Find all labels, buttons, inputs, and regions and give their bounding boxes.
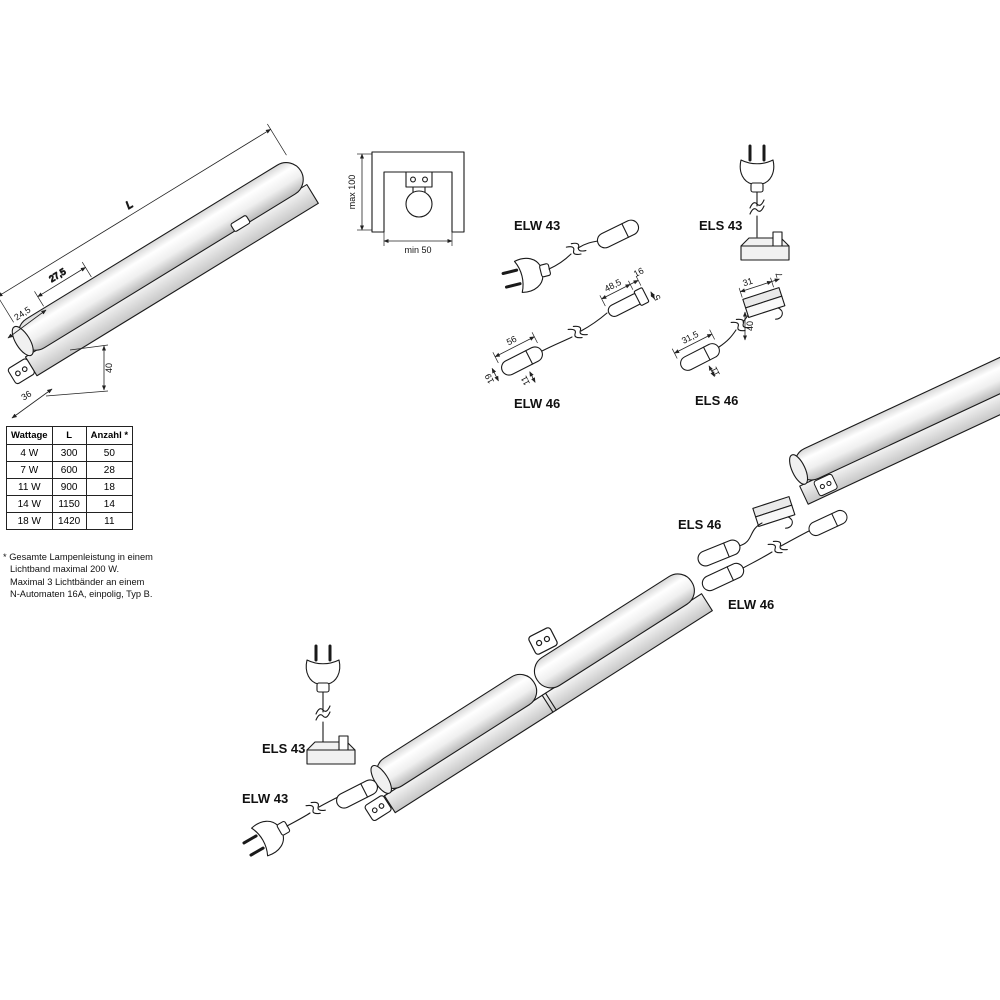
- dimension-40: 40: [45, 344, 114, 397]
- footnote-line: N-Automaten 16A, einpolig, Typ B.: [10, 588, 153, 599]
- cable: [580, 312, 608, 332]
- lightbar-housing: [383, 593, 713, 814]
- cell-wattage: 4 W: [6, 444, 53, 462]
- dim-label-max-100: max 100: [347, 175, 357, 210]
- dim-label-40: 40: [104, 363, 114, 373]
- table-row: 18 W 1420 11: [6, 512, 134, 530]
- lightbar-top-right: [789, 354, 1000, 505]
- elw43-label: ELW 43: [514, 218, 560, 233]
- table-row: 14 W 1150 14: [6, 495, 134, 513]
- footnote-line: Lichtband maximal 200 W.: [10, 564, 120, 575]
- elw46-drawing: ELW 46 56 19 11 48,5 16: [483, 266, 663, 411]
- cable: [742, 551, 773, 569]
- dim-label-56: 56: [505, 334, 518, 347]
- cable: [718, 329, 737, 348]
- els46-clip-dimensions: 31 7: [738, 271, 785, 298]
- col-header-length: L: [51, 426, 87, 445]
- cell-wattage: 11 W: [6, 478, 53, 496]
- table-row: 4 W 300 50: [6, 444, 134, 462]
- lightbar-endcap: [789, 454, 809, 485]
- dim-label-5: 5: [652, 293, 663, 302]
- cell-wattage: 14 W: [6, 495, 53, 513]
- els43-assembly: ELS 43: [262, 644, 356, 765]
- table-row: 7 W 600 28: [6, 461, 134, 479]
- dim-label-19: 19: [483, 372, 496, 385]
- dim-label-16: 16: [632, 266, 645, 279]
- assembly-lightbar: [363, 573, 713, 823]
- dim-label-7: 7: [774, 271, 785, 279]
- cell-wattage: 18 W: [6, 512, 53, 530]
- els46-assembly: ELS 46: [678, 496, 799, 569]
- lightbar-tube-segment-2: [533, 573, 695, 689]
- cell-anzahl: 50: [85, 444, 134, 462]
- cell-length: 900: [51, 478, 87, 496]
- dim-label-36: 36: [19, 389, 33, 403]
- cell-anzahl: 28: [85, 461, 134, 479]
- elw46-label: ELW 46: [514, 396, 560, 411]
- footnote: * Gesamte Lampenleistung in einem Lichtb…: [3, 551, 173, 600]
- col-header-wattage: Wattage: [6, 426, 53, 445]
- cell-length: 300: [51, 444, 87, 462]
- cell-length: 1150: [51, 495, 87, 513]
- cell-anzahl: 18: [85, 478, 134, 496]
- mounting-detail-drawing: max 100 min 50: [347, 151, 465, 255]
- lightbar-iso-drawing: L 27,5 24,5 40 36: [0, 123, 319, 419]
- elw46-assembly: ELW 46: [699, 507, 850, 612]
- els46-label: ELS 46: [678, 517, 721, 532]
- joint-line: [545, 692, 557, 711]
- dim-label-11: 11: [519, 374, 532, 387]
- dimension-max-100: max 100: [347, 153, 372, 231]
- cable: [286, 812, 311, 827]
- elw46-connector-dimensions: 56 19 11: [483, 332, 538, 387]
- els43-label: ELS 43: [262, 741, 305, 756]
- dim-label-40: 40: [745, 321, 755, 331]
- table-header-row: Wattage L Anzahl *: [6, 426, 134, 445]
- col-header-anzahl: Anzahl *: [85, 426, 134, 445]
- dim-label-min-50: min 50: [404, 245, 431, 255]
- joint-line: [541, 694, 554, 713]
- cell-wattage: 7 W: [6, 461, 53, 479]
- cell-anzahl: 11: [85, 512, 134, 530]
- els43-drawing: ELS 43: [699, 144, 790, 261]
- wattage-table: Wattage L Anzahl * 4 W 300 50 7 W 600 28…: [6, 426, 134, 530]
- footnote-line: * Gesamte Lampenleistung in einem: [3, 552, 153, 562]
- cable: [780, 530, 810, 547]
- elw43-assembly: ELW 43: [237, 776, 381, 866]
- cable: [541, 336, 573, 352]
- elw43-drawing: ELW 43: [499, 217, 642, 299]
- dimension-min-50: min 50: [383, 232, 453, 255]
- elw46-plug-end: 48,5 16 5: [599, 266, 663, 317]
- cable: [577, 240, 599, 249]
- cable: [548, 253, 572, 270]
- cell-length: 1420: [51, 512, 87, 530]
- cell-anzahl: 14: [85, 495, 134, 513]
- fixture-cross-section: [405, 171, 433, 218]
- dim-label-11: 11: [709, 365, 722, 378]
- table-row: 11 W 900 18: [6, 478, 134, 496]
- els43-label: ELS 43: [699, 218, 742, 233]
- dim-label-31: 31: [741, 276, 754, 289]
- cell-length: 600: [51, 461, 87, 479]
- elw46-label: ELW 46: [728, 597, 774, 612]
- dimension-els46-40: 40: [742, 311, 755, 341]
- cable: [738, 522, 763, 547]
- footnote-line: Maximal 3 Lichtbänder an einem: [10, 576, 145, 587]
- els46-label: ELS 46: [695, 393, 738, 408]
- dimension-36: 36: [11, 389, 53, 419]
- elw43-label: ELW 43: [242, 791, 288, 806]
